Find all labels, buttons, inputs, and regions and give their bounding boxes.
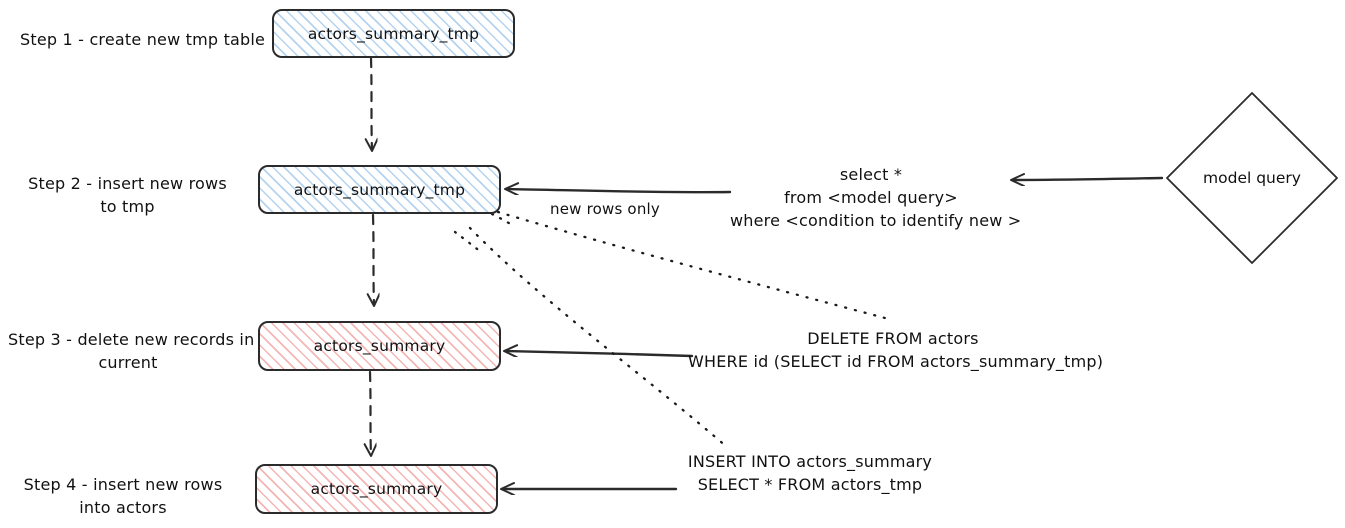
edge-step3-to-step4 — [370, 370, 371, 455]
node-actors-summary-step4[interactable]: actors_summary — [255, 464, 498, 514]
node-label: actors_summary — [313, 337, 446, 355]
step-2-label: Step 2 - insert new rows to tmp — [28, 174, 227, 217]
edge-step1-to-step2 — [371, 56, 372, 150]
node-label: actors_summary_tmp — [307, 24, 480, 43]
edge-label-delete-sql: DELETE FROM actors WHERE id (SELECT id F… — [688, 329, 1104, 372]
leader-node2-to-insert-sql — [468, 226, 730, 450]
node-label: model query — [1203, 169, 1301, 187]
leader-node2-to-delete-sql — [496, 210, 887, 320]
node-actors-summary-tmp-step1[interactable]: actors_summary_tmp — [272, 9, 515, 58]
node-actors-summary-step3[interactable]: actors_summary — [258, 321, 501, 371]
edge-model-query-to-sql — [1012, 178, 1164, 180]
node-label: actors_summary — [310, 480, 443, 498]
diamond-shape-icon — [1166, 92, 1338, 264]
edge-model-sql-to-node2 — [506, 189, 732, 192]
step-1-label: Step 1 - create new tmp table — [20, 30, 266, 49]
edge-label-model-query-sql: select * from <model query> where <condi… — [730, 165, 1022, 231]
edge-step2-to-step3 — [373, 213, 374, 305]
step-4-label: Step 4 - insert new rows into actors — [23, 475, 223, 518]
edge-delete-sql-to-node3 — [505, 351, 694, 356]
node-model-query[interactable]: model query — [1162, 88, 1342, 268]
edge-label-new-rows-only: new rows only — [550, 200, 660, 218]
node-actors-summary-tmp-step2[interactable]: actors_summary_tmp — [258, 165, 501, 214]
edge-label-insert-sql: INSERT INTO actors_summary SELECT * FROM… — [687, 452, 933, 495]
step-3-label: Step 3 - delete new records in current — [8, 330, 255, 373]
node-label: actors_summary_tmp — [293, 180, 466, 199]
leader-node2-fan-a — [490, 212, 516, 228]
